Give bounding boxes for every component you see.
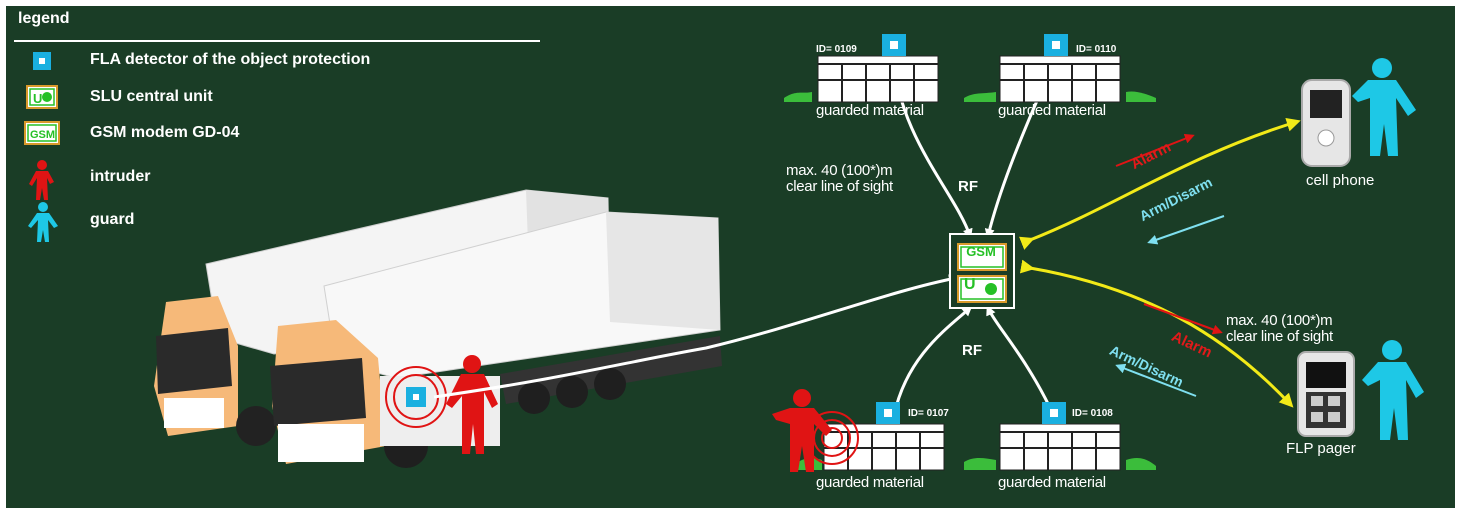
rf-label-bottom: RF [962, 342, 982, 359]
material-label-0108: guarded material [998, 474, 1106, 491]
diagram-graphics: U GSM [6, 6, 1455, 508]
rf-link-0107 [894, 308, 970, 416]
arm-arrow-phone [1150, 216, 1224, 242]
svg-text:GSM: GSM [30, 129, 55, 141]
material-label-0110: guarded material [998, 102, 1106, 119]
legend-title: legend [18, 10, 70, 28]
range-right-line2: clear line of sight [1226, 328, 1333, 345]
material-0109-graphic [784, 34, 938, 102]
legend-label-guard: guard [90, 211, 134, 229]
legend-label-gsm-modem: GSM modem GD-04 [90, 124, 239, 142]
pager-icon [1298, 352, 1354, 436]
hub-unit-label: U [964, 276, 976, 294]
range-right-line1: max. 40 (100*)m [1226, 312, 1332, 329]
material-intruder-icon [772, 389, 832, 472]
material-id-0107: ID= 0107 [908, 408, 949, 419]
material-0108-graphic [964, 402, 1156, 470]
rf-label-top: RF [958, 178, 978, 195]
intruder-icon [29, 160, 54, 200]
truck-detector-icon [406, 387, 426, 407]
material-id-0110: ID= 0110 [1076, 44, 1116, 55]
material-id-0108: ID= 0108 [1072, 408, 1113, 419]
material-label-0107: guarded material [816, 474, 924, 491]
legend-label-central-unit: SLU central unit [90, 88, 213, 106]
alarm-arrow-pager [1144, 304, 1220, 332]
gsm-modem-icon: GSM [25, 122, 59, 144]
pager-guard-icon [1362, 340, 1424, 440]
central-unit-icon: U [27, 86, 57, 108]
material-id-0109: ID= 0109 [816, 44, 857, 55]
range-top-line1: max. 40 (100*)m [786, 162, 892, 179]
range-top-line2: clear line of sight [786, 178, 893, 195]
legend-label-intruder: intruder [90, 168, 150, 186]
detector-icon [33, 52, 51, 70]
cell-phone-label: cell phone [1306, 172, 1374, 189]
pager-label: FLP pager [1286, 440, 1356, 457]
diagram-canvas: U GSM [6, 6, 1455, 508]
hub-gsm-label: GSM [960, 244, 1002, 259]
cell-phone-icon [1302, 80, 1350, 166]
phone-guard-icon [1352, 58, 1416, 156]
guard-icon [28, 202, 58, 242]
legend-label-detector: FLA detector of the object protection [90, 51, 370, 69]
svg-text:U: U [33, 91, 42, 106]
material-0110-graphic [964, 34, 1156, 102]
rf-link-0108 [988, 308, 1054, 416]
material-label-0109: guarded material [816, 102, 924, 119]
